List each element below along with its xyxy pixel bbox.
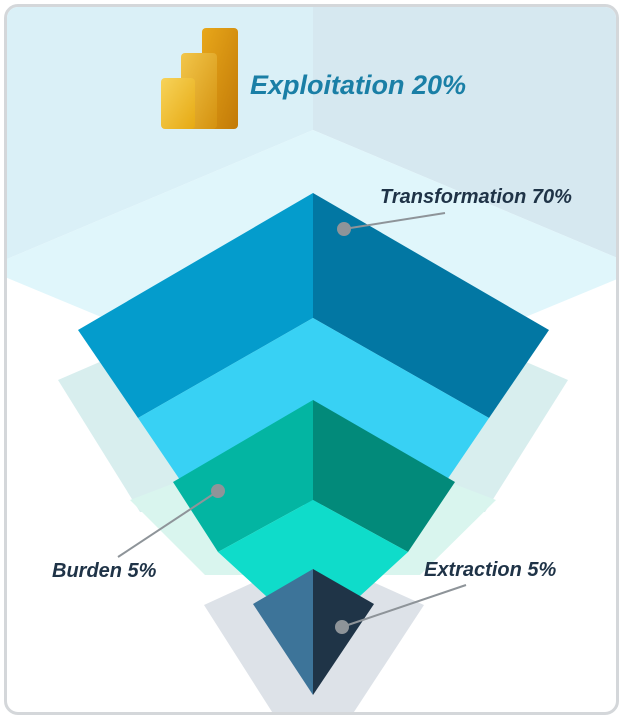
- exploitation-layer-right: [313, 7, 616, 262]
- burden-leader-dot: [211, 484, 225, 498]
- extraction-leader-dot: [335, 620, 349, 634]
- transformation-label: Transformation 70%: [380, 186, 572, 208]
- transformation-leader-line: [343, 212, 446, 230]
- extraction-layer-left: [253, 569, 313, 695]
- extraction-leader-line: [341, 584, 467, 628]
- extraction-label: Extraction 5%: [424, 559, 557, 581]
- burden-layer-front: [218, 500, 408, 596]
- transformation-leader-dot: [337, 222, 351, 236]
- burden-layer-left: [173, 400, 313, 552]
- burden-layer-right: [313, 400, 455, 552]
- burden-label: Burden 5%: [52, 560, 157, 582]
- exploitation-title: Exploitation 20%: [250, 70, 467, 100]
- transformation-layer-left: [78, 193, 313, 418]
- burden-leader-line: [117, 490, 219, 558]
- transformation-layer-right: [313, 193, 549, 418]
- power-bi-logo-icon: [161, 28, 238, 129]
